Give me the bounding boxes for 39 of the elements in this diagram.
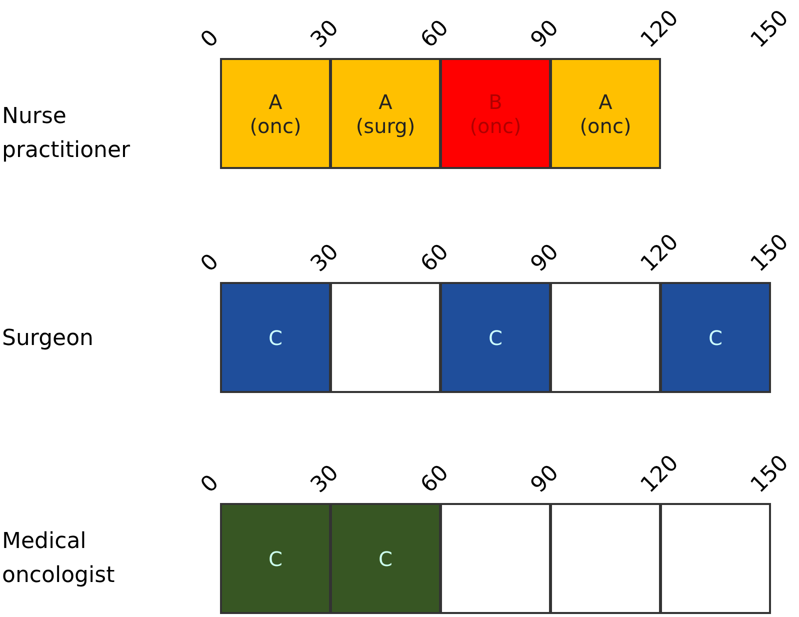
row-label: Nurse practitioner xyxy=(2,103,132,165)
schedule-block xyxy=(330,503,441,614)
schedule-block xyxy=(660,282,771,393)
schedule-block xyxy=(220,282,331,393)
tick-label: 120 xyxy=(636,450,684,498)
block-label: B (onc) xyxy=(468,90,522,138)
block-label: C xyxy=(488,326,504,350)
row-label: Medical oncologist xyxy=(2,528,116,590)
tick-label: 120 xyxy=(636,6,684,53)
tick-label: 120 xyxy=(636,230,684,277)
tick-label: 30 xyxy=(306,240,344,277)
block-label: A (onc) xyxy=(578,90,632,138)
tick-label: 90 xyxy=(526,240,564,277)
tick-label: 0 xyxy=(196,25,224,53)
tick-label: 150 xyxy=(746,230,794,277)
row-label: Surgeon xyxy=(2,325,94,353)
block-label: C xyxy=(268,546,284,570)
tick-label: 30 xyxy=(306,16,344,53)
block-label: A (onc) xyxy=(248,90,302,138)
schedule-block xyxy=(440,58,551,169)
tick-label: 30 xyxy=(306,460,344,498)
tick-label: 60 xyxy=(416,16,454,53)
tick-label: 90 xyxy=(526,16,564,53)
tick-label: 0 xyxy=(196,470,224,498)
schedule-block xyxy=(550,58,661,169)
tick-label: 150 xyxy=(746,450,794,498)
schedule-block xyxy=(220,503,331,614)
tick-label: 60 xyxy=(416,460,454,498)
tick-label: 150 xyxy=(746,6,794,53)
tick-label: 60 xyxy=(416,240,454,277)
tick-label: 90 xyxy=(526,460,564,498)
schedule-block xyxy=(220,58,331,169)
schedule-block xyxy=(330,58,441,169)
tick-label: 0 xyxy=(196,249,224,277)
block-label: C xyxy=(708,326,724,350)
block-label: C xyxy=(268,326,284,350)
block-label: C xyxy=(378,546,394,570)
schedule-block xyxy=(440,282,551,393)
block-label: A (surg) xyxy=(354,90,416,138)
